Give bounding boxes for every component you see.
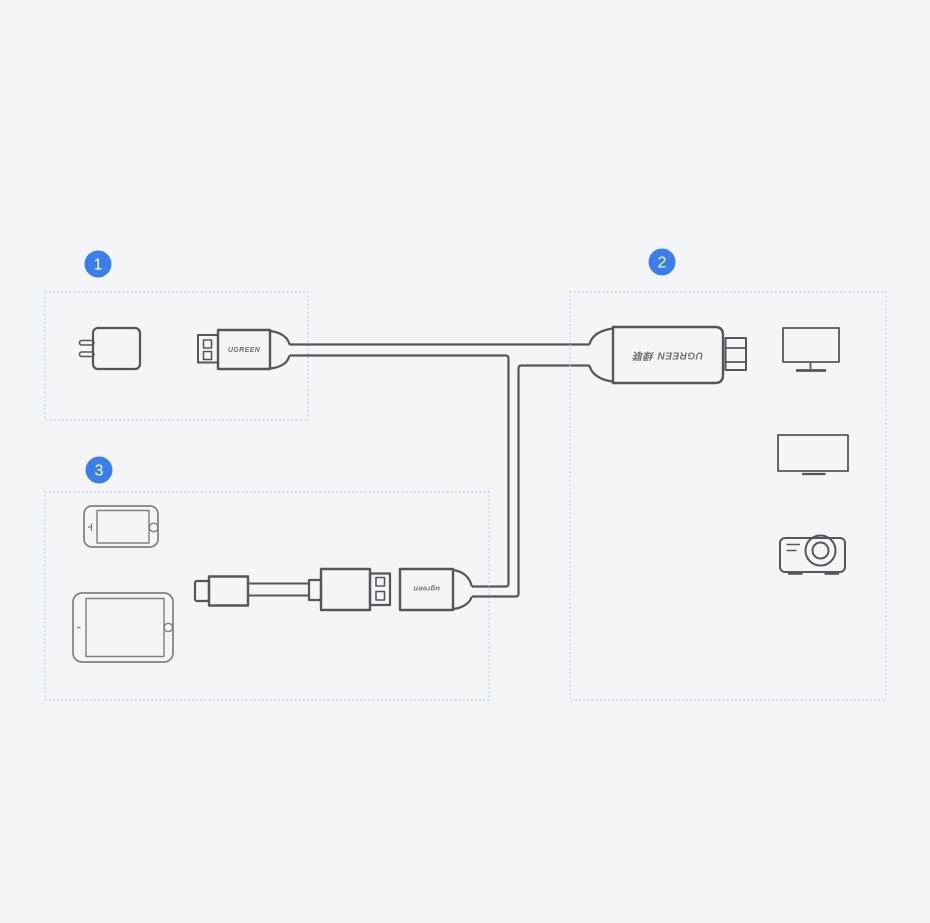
- display-section-box: [569, 291, 887, 701]
- phone-icon: [83, 505, 159, 548]
- tv-icon: [782, 327, 840, 372]
- adapter-strain-relief-top: [452, 568, 473, 587]
- usb-plug-body: [216, 328, 272, 371]
- usb-strain-relief-top: [269, 329, 291, 345]
- hdmi-connector: UGREEN 绿联: [588, 325, 747, 385]
- power-section-box: [44, 291, 309, 421]
- projector-lens-outer: [804, 534, 837, 567]
- badge-3-number: 3: [95, 462, 104, 479]
- monitor-screen: [777, 434, 849, 472]
- charger-prong-bottom: [78, 351, 95, 358]
- badge-1-number: 1: [94, 256, 103, 273]
- usb-hole-bottom: [202, 350, 213, 361]
- tablet-icon: [72, 592, 174, 663]
- adapter-strain-relief-bottom: [452, 596, 473, 611]
- cable-power-branch: [289, 354, 510, 588]
- lightning-plug-body: [207, 575, 250, 607]
- usb-metal-shell-2: [368, 572, 392, 607]
- hdmi-strain-relief-bottom: [588, 365, 614, 383]
- hdmi-body: [611, 325, 725, 385]
- usb-hole-bottom-2: [375, 590, 386, 601]
- usb-a-female-adapter-icon: ugreen: [398, 567, 473, 612]
- hdmi-strain-relief-top: [588, 327, 614, 345]
- usb-hole-top: [202, 339, 213, 349]
- tablet-home-button: [163, 622, 174, 633]
- projector-lens-inner: [811, 541, 830, 560]
- charger-prong-top: [78, 339, 95, 346]
- hdmi-brand-label: UGREEN 绿联: [631, 350, 703, 362]
- badge-1-circle: [84, 250, 112, 278]
- monitor-icon: [777, 434, 849, 476]
- adapter-body: [398, 567, 455, 612]
- cable-adapter-branch: [472, 364, 590, 598]
- section-power: 1 UGREEN: [44, 250, 309, 421]
- usb-strain-relief-bottom: [269, 355, 291, 370]
- badge-2-circle: [648, 248, 676, 276]
- badge-3-circle: [85, 456, 113, 484]
- source-section-box: [44, 491, 490, 701]
- usb-plug-brand-label: UGREEN: [228, 347, 261, 354]
- wall-charger-icon: [78, 326, 142, 371]
- projector-icon: [779, 534, 846, 575]
- section-display: 2: [569, 248, 887, 701]
- hdmi-plug-icon: [724, 337, 747, 371]
- badge-2-number: 2: [658, 254, 667, 271]
- y-split-cable: [289, 343, 590, 598]
- lightning-cable: [193, 567, 392, 612]
- charger-body: [91, 326, 142, 371]
- adapter-brand-label: ugreen: [413, 585, 440, 594]
- phone-home-button: [148, 522, 159, 533]
- section-source: 3: [44, 456, 490, 701]
- usb-a-plug-icon: UGREEN: [197, 328, 291, 371]
- usb-hole-top-2: [375, 576, 386, 587]
- hdmi-plug-outline: [724, 337, 747, 371]
